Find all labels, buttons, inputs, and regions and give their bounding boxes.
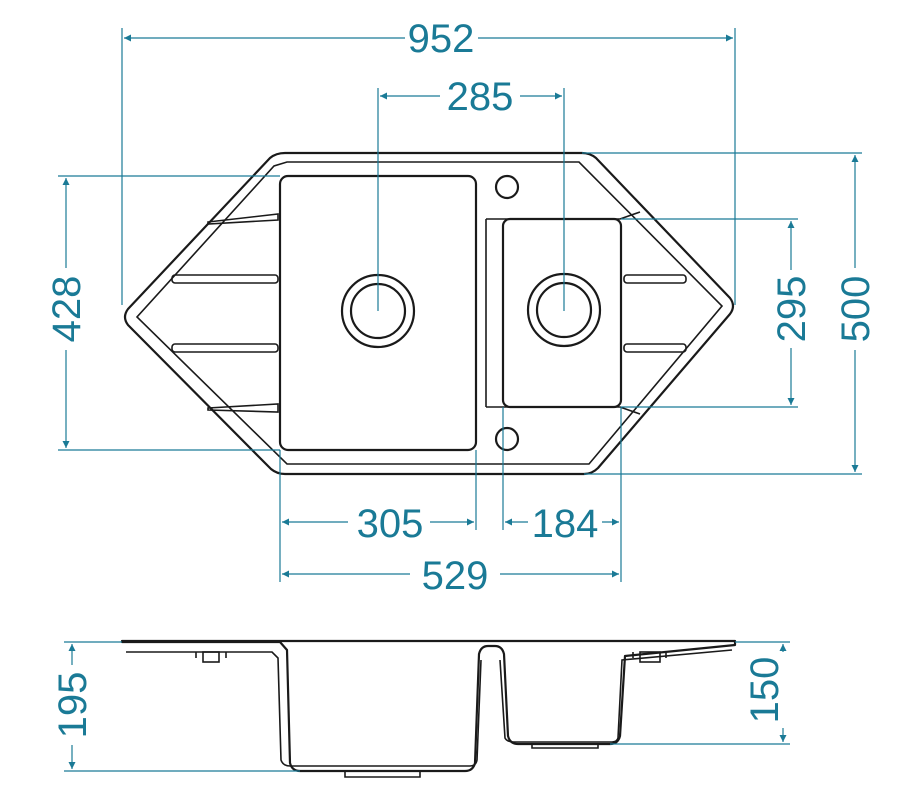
dimension-label-428: 428 [45, 276, 89, 343]
dimension-label-305: 305 [357, 502, 424, 546]
small-bowl-rim [486, 211, 641, 415]
dimension-150: 150 [610, 641, 790, 745]
sink-outer-outline [123, 151, 735, 476]
faucet-hole-top [494, 174, 520, 200]
side-drain-large [344, 771, 421, 778]
sink-inner-outline [135, 161, 724, 465]
dimension-label-295: 295 [770, 276, 814, 343]
small-bowl [501, 217, 623, 409]
side-view [120, 639, 737, 778]
side-profile-outline [120, 639, 737, 773]
dimension-label-184: 184 [532, 502, 599, 546]
dimension-295: 295 [621, 218, 814, 408]
mounting-clip-right [639, 651, 661, 663]
dimension-label-285: 285 [447, 75, 514, 119]
dimension-label-529: 529 [422, 554, 489, 598]
mounting-clip-left [202, 651, 220, 663]
dimension-285: 285 [377, 75, 565, 311]
right-drain-grooves [623, 274, 687, 353]
dimension-195: 195 [51, 641, 300, 772]
dimension-label-195: 195 [51, 672, 95, 739]
left-drain-grooves [171, 213, 279, 413]
dimension-952: 952 [121, 17, 736, 305]
dimension-label-500: 500 [834, 276, 878, 343]
dimension-500: 500 [582, 152, 878, 475]
dimension-label-150: 150 [743, 657, 787, 724]
dimension-184: 184 [502, 407, 622, 582]
dimension-529: 529 [282, 554, 619, 598]
side-drain-small [531, 744, 599, 749]
faucet-hole-bottom [494, 426, 520, 452]
dimension-428: 428 [45, 175, 280, 451]
dimension-label-952: 952 [408, 17, 475, 61]
top-view [123, 151, 735, 476]
side-profile-inner [126, 649, 733, 767]
dimension-305: 305 [279, 450, 477, 582]
